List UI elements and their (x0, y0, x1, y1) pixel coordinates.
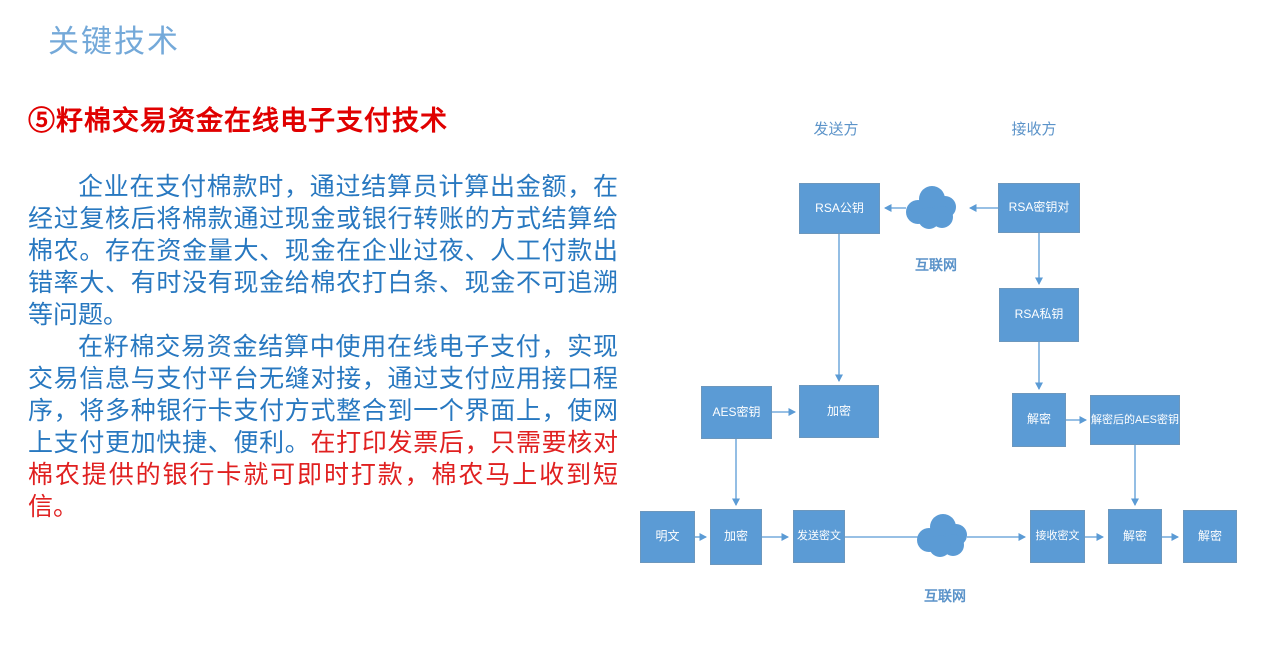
receiver-label: 接收方 (1011, 121, 1057, 138)
connector-lines (695, 186, 1179, 557)
paragraph-2-blue-run: 在籽棉交易资金结算中使用在线电子支付，实现交易信息与支付平台无缝对接，通过支付应… (28, 334, 618, 457)
body-text: 企业在支付棉款时，通过结算员计算出金额，在经过复核后将棉款通过现金或银行转账的方… (28, 172, 618, 524)
internet-cloud-bottom-icon (917, 514, 967, 557)
node-aes-key: AES密钥 (701, 386, 772, 439)
section-heading: ⑤籽棉交易资金在线电子支付技术 (28, 106, 448, 136)
node-rsa-public-key: RSA公钥 (799, 183, 880, 234)
node-decrypt-1: 解密 (1108, 509, 1162, 564)
node-decrypted-aes-key: 解密后的AES密钥 (1090, 395, 1180, 445)
page-title: 关键技术 (48, 24, 180, 59)
node-rsa-keypair: RSA密钥对 (998, 183, 1080, 233)
internet-cloud-top-icon (906, 186, 956, 229)
node-encrypt-bottom: 加密 (710, 509, 762, 565)
node-receive-ciphertext: 接收密文 (1030, 510, 1085, 563)
internet-label-bottom: 互联网 (924, 588, 966, 604)
paragraph-2-red-run: 在打印发票后，只需要核对棉农提供的银行卡就可即时打款，棉农马上收到短信。 (28, 430, 618, 521)
paragraph-2: 在籽棉交易资金结算中使用在线电子支付，实现交易信息与支付平台无缝对接，通过支付应… (28, 332, 618, 524)
node-plaintext: 明文 (640, 511, 695, 563)
encryption-flow-diagram: 发送方 接收方 互联网 互联网 RSA公钥 RSA密钥对 RSA私钥 AES密钥… (630, 100, 1255, 625)
sender-label: 发送方 (813, 121, 859, 138)
node-send-ciphertext: 发送密文 (793, 510, 845, 563)
node-encrypt-mid: 加密 (799, 385, 879, 438)
node-decrypt-mid: 解密 (1012, 393, 1066, 447)
node-decrypt-2: 解密 (1183, 510, 1237, 563)
node-rsa-private-key: RSA私钥 (999, 288, 1079, 342)
paragraph-1: 企业在支付棉款时，通过结算员计算出金额，在经过复核后将棉款通过现金或银行转账的方… (28, 174, 618, 329)
internet-label-top: 互联网 (915, 257, 957, 273)
